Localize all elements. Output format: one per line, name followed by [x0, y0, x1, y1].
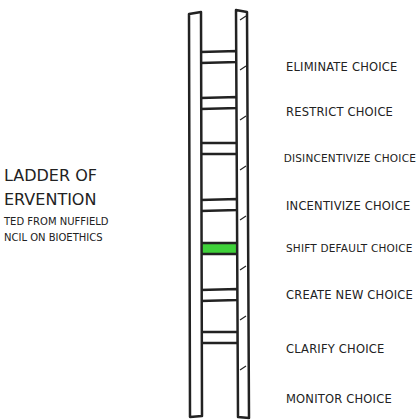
step-label: ELIMINATE CHOICE	[286, 60, 398, 74]
step-label: INCENTIVIZE CHOICE	[286, 199, 410, 213]
diagram-title: LADDER OF ERVENTION	[4, 164, 134, 212]
step-label: MONITOR CHOICE	[286, 392, 392, 406]
step-label: CREATE NEW CHOICE	[286, 288, 413, 302]
step-label: RESTRICT CHOICE	[286, 105, 393, 119]
step-label: DISINCENTIVIZE CHOICE	[284, 152, 416, 164]
step-label: SHIFT DEFAULT CHOICE	[286, 242, 413, 254]
source-note: TED FROM NUFFIELD NCIL ON BIOETHICS	[4, 214, 134, 246]
step-label: CLARIFY CHOICE	[286, 342, 384, 356]
